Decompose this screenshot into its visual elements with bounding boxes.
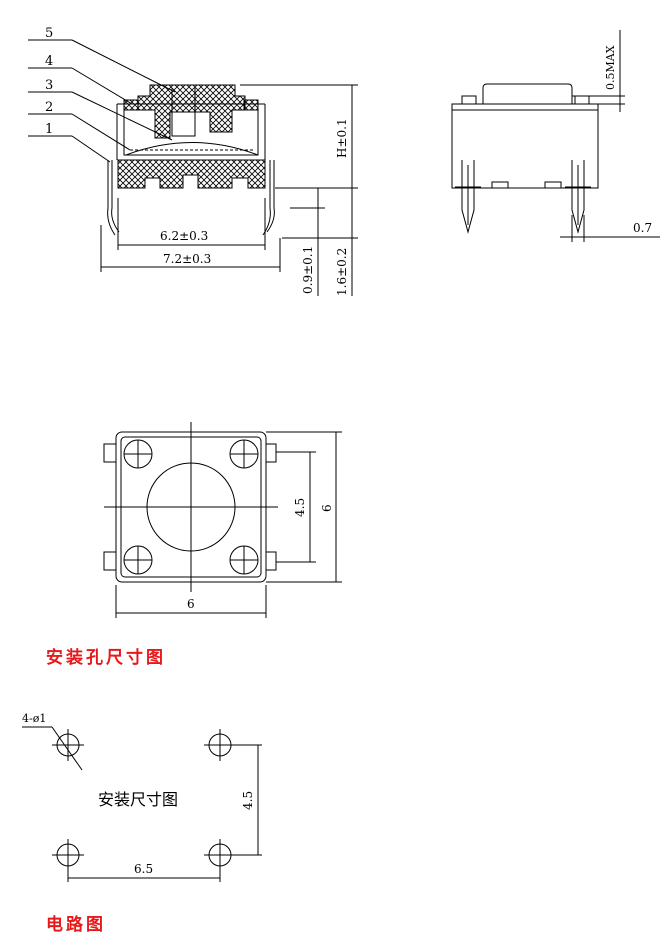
end-cap [482,83,573,104]
callout-5: 5 [45,26,53,41]
side-section-view [28,39,358,296]
dim-inner-width: 6.2±0.3 [160,229,208,243]
callout-leaders [28,39,176,163]
dim-body-height: 6 [320,504,334,512]
end-lead-right [571,160,585,234]
left-lead [107,160,120,236]
mount-holes-heading: 安装孔尺寸图 [46,648,166,668]
callout-2: 2 [45,100,53,115]
actuator-cap [137,84,246,139]
end-body [451,103,599,189]
side-dimensions [100,84,358,296]
dim-cap-max: 0.5MAX [604,45,617,90]
dim-body-width: 6 [187,597,195,611]
end-view [451,30,660,242]
pcb-layout [22,726,262,882]
top-view [103,422,342,618]
switch-base [117,159,266,189]
dim-lead-length: 1.6±0.2 [335,248,349,296]
end-lead-left [461,160,475,234]
callout-3: 3 [45,78,53,93]
callout-1: 1 [45,122,53,137]
dim-lead-offset: 0.9±0.1 [301,246,315,294]
dim-pcb-horizontal: 6.5 [134,862,153,876]
dim-hole-spacing: 4.5 [293,498,307,517]
dim-lead-thickness: 0.7 [633,221,652,235]
dome-contact [125,142,259,156]
dim-height: H±0.1 [335,118,349,158]
callout-4: 4 [45,54,53,69]
circuit-heading: 电路图 [46,915,106,935]
pcb-center-label: 安装尺寸图 [98,790,178,809]
dim-outer-width: 7.2±0.3 [163,252,211,266]
hole-note: 4-ø1 [22,712,46,725]
dim-pcb-vertical: 4.5 [241,791,255,810]
